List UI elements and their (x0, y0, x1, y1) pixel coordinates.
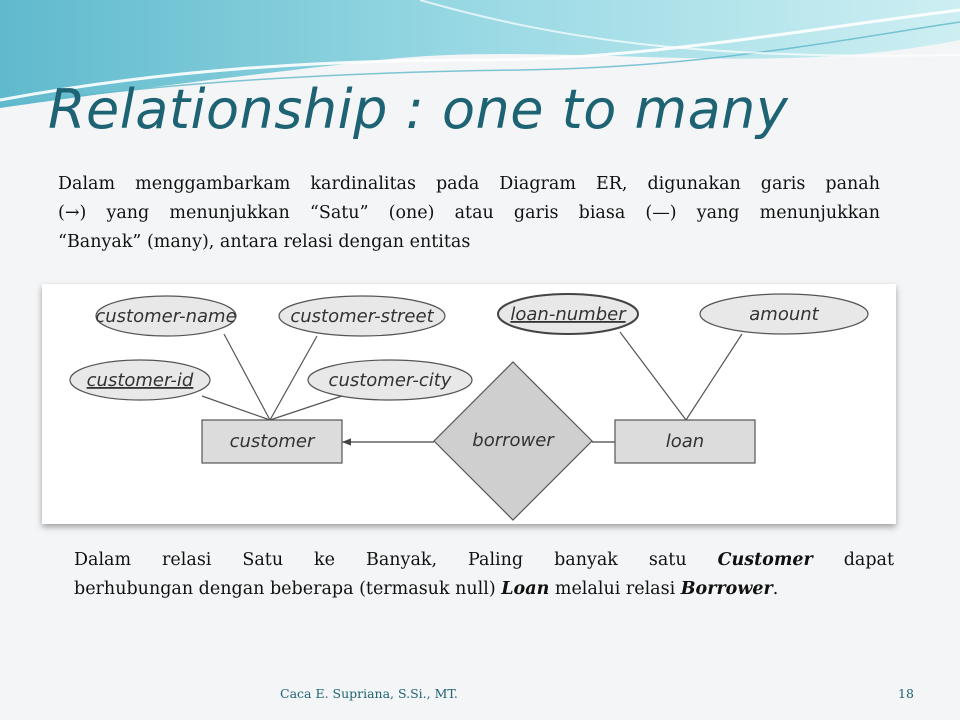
bold-term-customer: Customer (717, 550, 813, 570)
explanation-line-2: berhubungan dengan beberapa (termasuk nu… (74, 575, 894, 604)
intro-line: Dalam menggambarkam kardinalitas pada Di… (58, 174, 880, 194)
intro-line: (→) yang menunjukkan “Satu” (one) atau g… (58, 203, 880, 223)
attribute-loan-number: loan-number (497, 293, 639, 335)
bold-term-borrower: Borrower (680, 579, 773, 599)
key-attribute-label: loan-number (510, 304, 627, 325)
attribute-customer-name: customer-name (95, 295, 237, 337)
intro-line: “Banyak” (many), antara relasi dengan en… (58, 232, 471, 252)
relationship-label: borrower (472, 430, 555, 451)
text-run: . (772, 579, 779, 599)
line-street-customer (269, 335, 318, 421)
attribute-amount: amount (699, 293, 869, 335)
entity-customer: customer (201, 419, 343, 464)
footer-author: Caca E. Supriana, S.Si., MT. (280, 686, 458, 701)
attribute-label: customer-city (329, 370, 452, 391)
attribute-label: customer-name (95, 306, 236, 327)
intro-paragraph: Dalam menggambarkam kardinalitas pada Di… (58, 170, 880, 257)
line-id-customer (201, 395, 271, 421)
explanation-line-1: Dalam relasi Satu ke Banyak, Paling bany… (74, 546, 894, 575)
attribute-label: amount (749, 304, 819, 325)
attribute-customer-city: customer-city (307, 359, 473, 401)
header-wave-decoration (0, 0, 960, 108)
attribute-customer-id: customer-id (69, 359, 211, 401)
er-diagram: customer-name customer-street customer-i… (69, 293, 869, 521)
entity-label: loan (666, 431, 704, 452)
page-number: 18 (898, 686, 914, 701)
text-run: berhubungan dengan beberapa (termasuk nu… (74, 579, 502, 599)
line-amount-loan (685, 333, 743, 421)
line-name-customer (223, 333, 271, 421)
explanation-paragraph: Dalam relasi Satu ke Banyak, Paling bany… (74, 546, 894, 604)
key-attribute-label: customer-id (87, 370, 194, 391)
entity-label: customer (230, 431, 316, 452)
text-run: dapat (812, 550, 894, 570)
text-run: melalui relasi (549, 579, 681, 599)
slide-title: Relationship : one to many (48, 78, 789, 141)
attribute-customer-street: customer-street (278, 295, 446, 337)
attribute-label: customer-street (290, 306, 434, 327)
er-diagram-figure: customer-name customer-street customer-i… (42, 284, 896, 524)
line-loannumber-loan (619, 331, 687, 421)
line-city-customer (269, 395, 343, 421)
bold-term-loan: Loan (501, 579, 550, 599)
entity-loan: loan (614, 419, 756, 464)
relationship-borrower: borrower (433, 361, 593, 521)
text-run: Dalam relasi Satu ke Banyak, Paling bany… (74, 550, 718, 570)
